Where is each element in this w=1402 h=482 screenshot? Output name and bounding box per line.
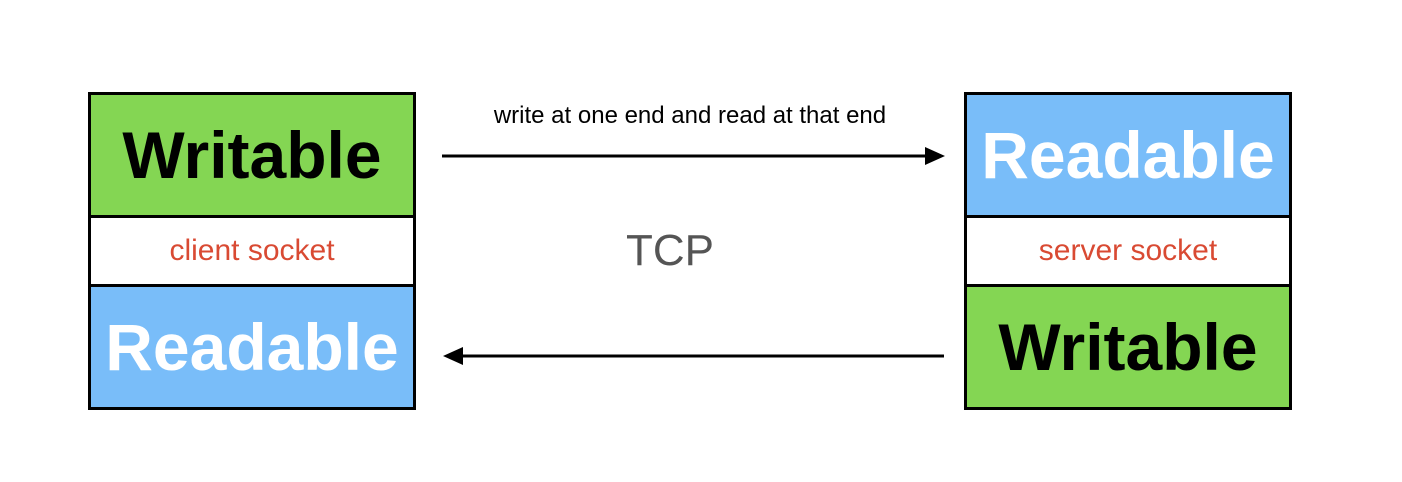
client-writable-cell: Writable [91, 95, 413, 215]
top-arrow-caption: write at one end and read at that end [493, 102, 887, 129]
server-readable-cell: Readable [967, 95, 1289, 215]
client-socket-box: Writable client socket Readable [88, 92, 416, 410]
server-to-client-arrow [443, 347, 944, 365]
client-readable-cell: Readable [91, 287, 413, 407]
client-socket-label: client socket [91, 215, 413, 287]
tcp-label: TCP [626, 226, 714, 275]
server-socket-box: Readable server socket Writable [964, 92, 1292, 410]
client-to-server-arrow [442, 147, 945, 165]
server-socket-label: server socket [967, 215, 1289, 287]
server-writable-cell: Writable [967, 287, 1289, 407]
